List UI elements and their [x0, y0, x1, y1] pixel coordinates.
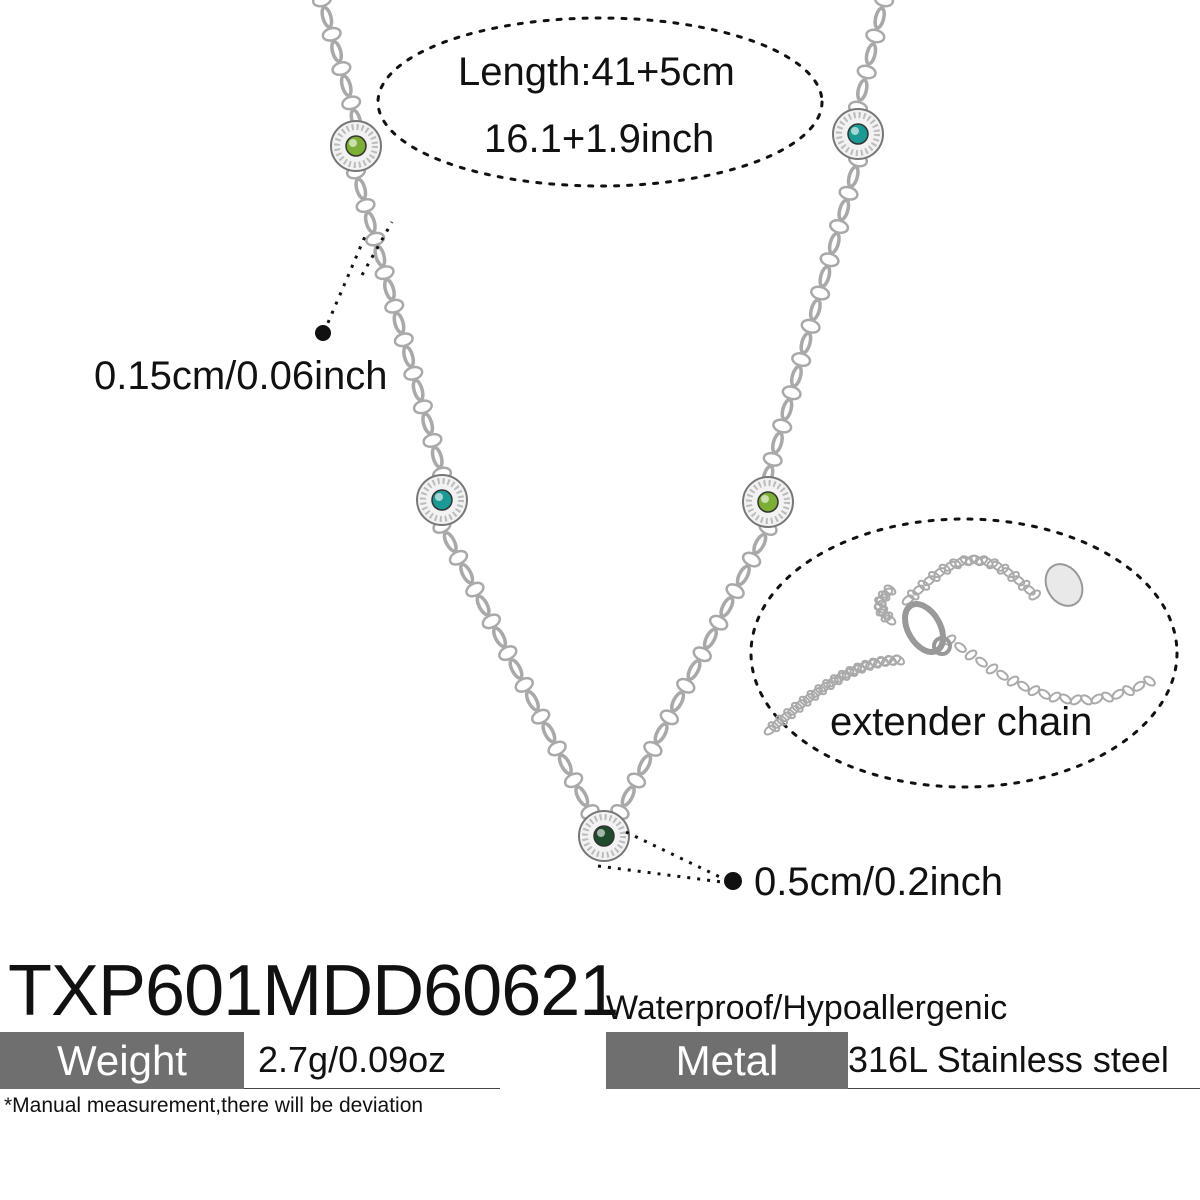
pendant-top-right — [833, 109, 883, 159]
extender-chain-illustration — [763, 554, 1156, 736]
pendant-mid-right — [743, 477, 793, 527]
weight-value: 2.7g/0.09oz — [244, 1032, 500, 1089]
chain-width-pointer — [315, 221, 394, 341]
extender-label: extender chain — [830, 700, 1093, 744]
lobster-clasp-icon — [902, 601, 952, 656]
length-inch-label: 16.1+1.9inch — [484, 117, 715, 161]
pendant-size-pointer — [597, 830, 742, 890]
extender-callout-ellipse — [749, 517, 1179, 789]
necklace-chain — [311, 0, 895, 821]
pendant-center — [579, 811, 629, 861]
product-sku: TXP601MDD60621 — [8, 951, 619, 1031]
pendant-top-left — [331, 121, 381, 171]
weight-label: Weight — [0, 1032, 244, 1089]
metal-value: 316L Stainless steel — [848, 1032, 1200, 1089]
length-callout-ellipse — [376, 16, 824, 188]
metal-label: Metal — [606, 1032, 848, 1089]
length-label: Length:41+5cm — [458, 50, 735, 94]
measurement-note: *Manual measurement,there will be deviat… — [4, 1094, 424, 1117]
chain-width-label: 0.15cm/0.06inch — [94, 354, 388, 398]
pendant-size-label: 0.5cm/0.2inch — [754, 860, 1004, 904]
product-tagline: Waterproof/Hypoallergenic — [606, 989, 1008, 1027]
pendant-mid-left — [417, 475, 467, 525]
